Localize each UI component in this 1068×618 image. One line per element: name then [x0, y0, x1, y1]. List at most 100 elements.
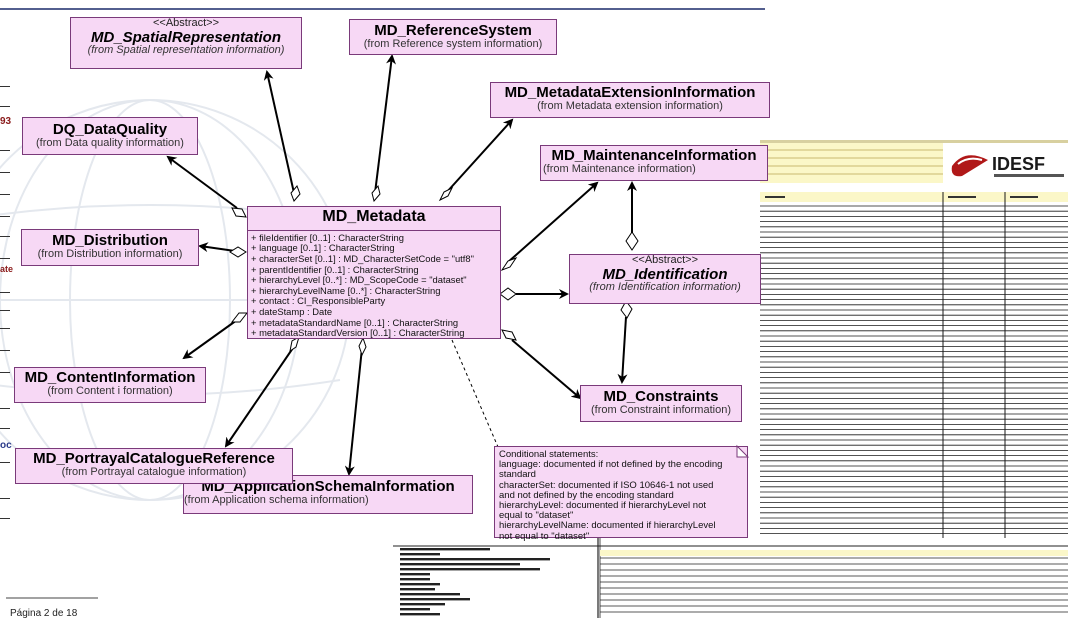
class-md-content-information[interactable]: MD_ContentInformation (from Content i fo… — [14, 367, 206, 403]
note-line: language: documented if not defined by t… — [499, 459, 723, 471]
class-md-metadata-extension-information[interactable]: MD_MetadataExtensionInformation (from Me… — [490, 82, 770, 118]
bottom-sheet-label — [400, 593, 460, 596]
note-line: hierarchyLevel: documented if hierarchyL… — [499, 500, 707, 512]
aggregation-diamonds — [229, 184, 639, 357]
note-line: Conditional statements: — [499, 449, 599, 460]
margin-tick — [0, 372, 10, 373]
assoc-refsys — [374, 54, 396, 194]
attribute-row: + hierarchyLevel [0..*] : MD_ScopeCode =… — [251, 274, 467, 286]
margin-tick — [0, 310, 10, 311]
note-line: not equal to "dataset" — [499, 530, 590, 542]
note-line: equal to "dataset" — [499, 510, 574, 522]
class-md-spatial-representation[interactable]: <<Abstract>> MD_SpatialRepresentation (f… — [70, 17, 302, 69]
margin-tick — [0, 172, 10, 173]
attribute-row: + characterSet [0..1] : MD_CharacterSetC… — [251, 252, 474, 264]
class-md-distribution[interactable]: MD_Distribution (from Distribution infor… — [21, 229, 199, 266]
class-package: (from Application schema information) — [184, 493, 369, 506]
margin-tick — [0, 258, 10, 259]
logo-text: IDESF — [992, 154, 1045, 174]
bottom-sheet-label — [400, 603, 445, 606]
margin-tick — [0, 428, 10, 429]
conditional-statements-note[interactable]: Conditional statements:language: documen… — [494, 446, 748, 541]
margin-tick — [0, 150, 10, 151]
class-md-portrayal-catalogue-reference[interactable]: MD_PortrayalCatalogueReference (from Por… — [15, 448, 293, 484]
margin-tick — [0, 86, 10, 87]
margin-tick — [0, 498, 10, 499]
bottom-sheet-label — [400, 588, 435, 591]
assoc-content — [182, 319, 238, 360]
note-line: standard — [499, 469, 536, 481]
assoc-distribution — [198, 242, 236, 253]
attribute-row: + hierarchyLevelName [0..*] : CharacterS… — [251, 284, 441, 296]
class-name: MD_MetadataExtensionInformation — [504, 84, 756, 101]
class-md-metadata[interactable]: MD_Metadata + fileIdentifier [0..1] : Ch… — [247, 206, 501, 339]
class-md-application-schema-information[interactable]: MD_ApplicationSchemaInformation (from Ap… — [183, 475, 473, 514]
class-name: MD_Distribution — [52, 232, 168, 249]
class-name: MD_ContentInformation — [24, 369, 196, 386]
margin-tick — [0, 328, 10, 329]
class-package: (from Reference system information) — [363, 37, 543, 50]
assoc-portrayal — [224, 344, 296, 448]
class-md-identification[interactable]: <<Abstract>> MD_Identification (from Ide… — [569, 254, 761, 304]
margin-fragment-3: oc — [0, 440, 12, 451]
assoc-spatial — [263, 70, 295, 194]
bottom-sheet-label — [400, 613, 440, 616]
page-number-label: Página 2 de 18 — [10, 608, 78, 618]
attribute-row: + contact : CI_ResponsibleParty — [251, 295, 386, 307]
bottom-sheet-label — [400, 553, 440, 556]
class-package: (from Content i formation) — [47, 384, 173, 397]
stereotype-label: <<Abstract>> — [152, 17, 220, 29]
bottom-sheet-label — [400, 608, 430, 611]
margin-tick — [0, 236, 10, 237]
margin-tick — [0, 462, 10, 463]
class-package: (from Constraint information) — [591, 403, 731, 416]
bottom-sheet-label — [400, 548, 490, 551]
class-dq-data-quality[interactable]: DQ_DataQuality (from Data quality inform… — [22, 117, 198, 155]
attribute-row: + language [0..1] : CharacterString — [251, 242, 395, 254]
class-name: DQ_DataQuality — [52, 121, 168, 138]
class-name: MD_ReferenceSystem — [374, 22, 532, 39]
class-package: (from Metadata extension information) — [537, 99, 723, 112]
class-md-constraints[interactable]: MD_Constraints (from Constraint informat… — [580, 385, 742, 422]
margin-fragment-1: 93 — [0, 116, 12, 127]
bottom-sheet-label — [400, 558, 550, 561]
class-package: (from Maintenance information) — [543, 162, 696, 175]
assoc-ident-constraints — [617, 316, 628, 384]
idesf-logo: IDESF — [951, 154, 1064, 177]
margin-tick — [0, 194, 10, 195]
bottom-sheet-label — [400, 598, 470, 601]
note-line: and not defined by the encoding standard — [499, 489, 674, 501]
margin-tick — [0, 518, 10, 519]
attribute-row: + fileIdentifier [0..1] : CharacterStrin… — [251, 231, 404, 243]
attribute-row: + parentIdentifier [0..1] : CharacterStr… — [251, 263, 419, 275]
class-name: MD_SpatialRepresentation — [90, 28, 282, 46]
assoc-constraints — [511, 339, 582, 400]
class-md-reference-system[interactable]: MD_ReferenceSystem (from Reference syste… — [349, 19, 557, 55]
bottom-sheet-label — [400, 563, 520, 566]
margin-tick — [0, 292, 10, 293]
note-line: characterSet: documented if ISO 10646-1 … — [499, 479, 714, 491]
class-md-maintenance-information[interactable]: MD_MaintenanceInformation (from Maintena… — [540, 145, 768, 181]
assoc-appschema — [344, 347, 363, 476]
bottom-sheet-label — [400, 568, 540, 571]
class-package: (from Identification information) — [589, 281, 741, 294]
assoc-extension — [445, 118, 514, 194]
margin-tick — [0, 106, 10, 107]
note-line: hierarchyLevelName: documented if hierar… — [499, 520, 716, 532]
class-name: MD_Identification — [602, 265, 728, 283]
stereotype-label: <<Abstract>> — [631, 254, 699, 266]
margin-fragment-2: ate — [0, 264, 14, 274]
margin-tick — [0, 216, 10, 217]
class-package: (from Data quality information) — [36, 136, 184, 149]
bottom-sheet-label — [400, 573, 430, 576]
assoc-dataquality — [166, 155, 238, 209]
margin-tick — [0, 350, 10, 351]
class-name: MD_Metadata — [248, 207, 500, 231]
class-name: MD_PortrayalCatalogueReference — [33, 450, 275, 467]
attribute-row: + metadataStandardName [0..1] : Characte… — [251, 316, 459, 328]
attribute-row: + metadataStandardVersion [0..1] : Chara… — [251, 327, 465, 339]
